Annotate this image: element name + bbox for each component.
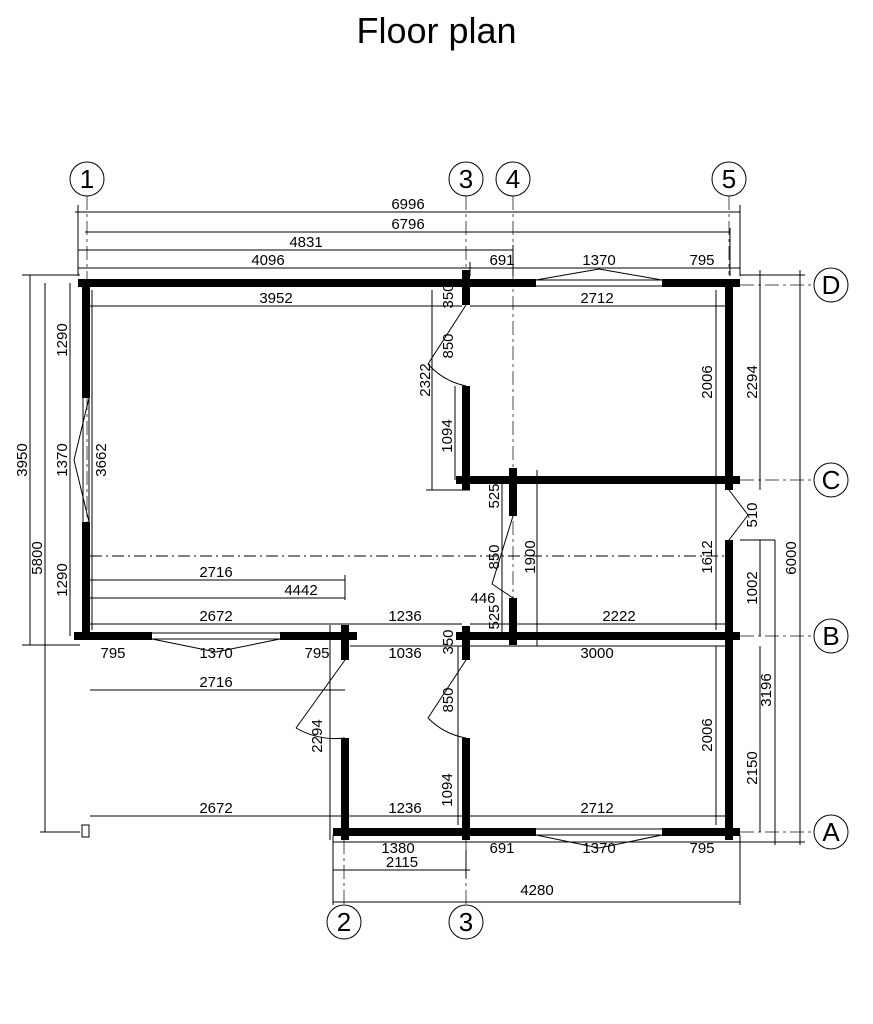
dim-label: 1612 <box>699 540 716 573</box>
dim-label: 3952 <box>259 290 292 307</box>
dim-label: 2716 <box>199 674 232 691</box>
dim-label: 850 <box>486 544 503 569</box>
axis-bubble-4: 4 <box>495 161 531 197</box>
dim-label: 2150 <box>744 751 761 784</box>
dimension-labels: 6996 6796 4831 4096 691 1370 795 3952 27… <box>14 196 800 899</box>
axis-label-D: D <box>822 270 841 300</box>
axis-bubble-2: 2 <box>326 904 362 940</box>
dim-label: 1370 <box>54 443 71 476</box>
dim-label: 525 <box>486 604 503 629</box>
dim-label: 6796 <box>391 216 424 233</box>
dim-label: 525 <box>486 483 503 508</box>
axis-label-2: 2 <box>337 907 351 937</box>
axis-label-3-top: 3 <box>459 164 473 194</box>
dim-label: 510 <box>744 502 761 527</box>
dim-label: 3196 <box>758 673 775 706</box>
dim-label: 850 <box>440 687 457 712</box>
dim-label: 2222 <box>602 608 635 625</box>
dim-label: 1370 <box>582 252 615 269</box>
dim-label: 2115 <box>386 854 418 871</box>
dim-label: 795 <box>689 252 714 269</box>
dim-label: 446 <box>470 590 495 607</box>
dim-label: 1094 <box>439 419 456 452</box>
dim-label: 1370 <box>582 840 615 857</box>
dim-label: 2294 <box>309 719 326 752</box>
dim-label: 2294 <box>744 365 761 398</box>
dim-label: 350 <box>440 283 457 308</box>
dim-label: 5800 <box>29 541 46 574</box>
dim-label: 2712 <box>580 290 613 307</box>
axis-label-B: B <box>822 621 839 651</box>
dim-label: 2716 <box>199 564 232 581</box>
axis-label-4: 4 <box>506 164 520 194</box>
dim-label: 4442 <box>284 582 317 599</box>
axis-bubble-3-bottom: 3 <box>448 904 484 940</box>
dim-label: 1094 <box>439 773 456 806</box>
axis-markers: 1 3 4 5 D C B A <box>69 161 849 940</box>
dim-label: 1290 <box>54 563 71 596</box>
dim-label: 350 <box>440 629 457 654</box>
dim-label: 1370 <box>199 645 232 662</box>
axis-bubble-D: D <box>813 267 849 303</box>
dim-label: 1900 <box>522 540 539 573</box>
dim-label: 691 <box>489 840 514 857</box>
axis-bubble-B: B <box>813 618 849 654</box>
page-title: Floor plan <box>356 10 517 51</box>
dim-label: 4096 <box>251 252 284 269</box>
axis-label-3-bottom: 3 <box>459 907 473 937</box>
dim-label: 4831 <box>289 234 322 251</box>
axis-bubble-1: 1 <box>69 161 105 197</box>
dim-label: 6000 <box>783 541 800 574</box>
dim-label: 2672 <box>199 608 232 625</box>
dim-label: 850 <box>440 333 457 358</box>
axis-label-5: 5 <box>722 164 736 194</box>
dim-label: 1236 <box>388 608 421 625</box>
dim-label: 3000 <box>580 645 613 662</box>
dim-label: 795 <box>304 645 329 662</box>
dim-label: 2006 <box>699 365 716 398</box>
axis-label-A: A <box>822 817 840 847</box>
axis-bubble-3-top: 3 <box>448 161 484 197</box>
dim-label: 795 <box>689 840 714 857</box>
dim-label: 3950 <box>14 443 31 476</box>
axis-bubble-A: A <box>813 814 849 850</box>
axis-bubble-5: 5 <box>711 161 747 197</box>
dim-label: 2712 <box>580 800 613 817</box>
dimension-lines <box>22 205 805 905</box>
axis-label-1: 1 <box>80 164 94 194</box>
dim-label: 1236 <box>388 800 421 817</box>
axis-bubble-C: C <box>813 462 849 498</box>
dim-label: 2006 <box>699 718 716 751</box>
dim-label: 2672 <box>199 800 232 817</box>
dim-label: 6996 <box>391 196 424 213</box>
dim-label: 4280 <box>520 882 553 899</box>
dim-label: 795 <box>100 645 125 662</box>
walls <box>74 270 740 840</box>
dim-label: 1380 <box>381 840 414 857</box>
dim-label: 1002 <box>744 571 761 604</box>
dim-label: 1290 <box>54 323 71 356</box>
axis-label-C: C <box>822 465 841 495</box>
openings <box>73 268 749 849</box>
dim-label: 1036 <box>388 645 421 662</box>
dim-label: 3662 <box>93 443 110 476</box>
dim-label: 691 <box>489 252 514 269</box>
dim-label: 2322 <box>417 363 434 396</box>
